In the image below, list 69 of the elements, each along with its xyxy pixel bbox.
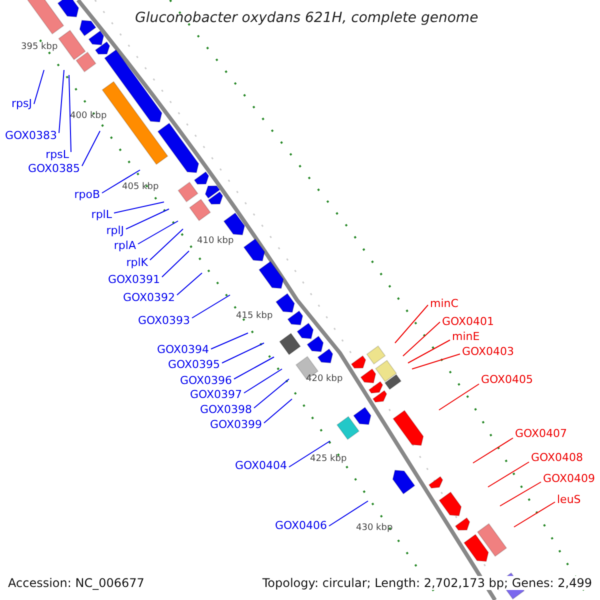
leader-line (150, 228, 184, 260)
position-tick-label: 395 kbp (21, 42, 58, 53)
leader-line (254, 378, 290, 408)
title: Gluconobacter oxydans 621H, complete genome (135, 10, 478, 26)
gene-label: GOX0391 (108, 273, 160, 286)
gene-label: GOX0408 (531, 451, 584, 464)
leader-line (222, 342, 264, 364)
position-tick-label: 400 kbp (70, 111, 107, 122)
gene-label: GOX0397 (190, 388, 242, 401)
leader-line (408, 340, 450, 364)
gene-label: GOX0407 (515, 427, 568, 440)
gene-label: rpoB (74, 188, 100, 201)
footer-text: Accession: NC_006677 (8, 576, 144, 590)
position-tick-label: 420 kbp (306, 374, 343, 385)
leader-line (488, 462, 530, 488)
leader-line (328, 500, 368, 526)
leader-line (176, 272, 202, 296)
gene-label: GOX0405 (481, 373, 534, 386)
leader-line (500, 482, 542, 506)
leader-line (514, 502, 556, 528)
leader-line (34, 70, 44, 104)
leader-line (264, 398, 292, 424)
gene-label: rpsJ (12, 97, 32, 110)
leader-line (162, 250, 190, 278)
leader-line (438, 384, 480, 410)
leader-line (412, 354, 460, 370)
gene-label: GOX0406 (274, 519, 327, 532)
gene-label: GOX0393 (138, 314, 190, 327)
gene-label: GOX0403 (462, 345, 514, 358)
position-tick-label: 430 kbp (356, 523, 393, 534)
gene-label: rpsL (46, 148, 69, 161)
leader-line (138, 220, 178, 244)
gene-label: GOX0399 (210, 418, 262, 431)
position-tick-label: 415 kbp (236, 311, 273, 322)
gene-label: GOX0385 (28, 162, 80, 175)
position-tick-label: 410 kbp (197, 236, 234, 247)
leader-line (114, 202, 164, 214)
position-tick-label: 425 kbp (310, 454, 347, 465)
leader-line (68, 74, 72, 152)
gene-label: GOX0401 (442, 315, 494, 328)
gene-label: rplK (126, 256, 148, 269)
gene-label: minE (452, 330, 480, 343)
leader-line (102, 170, 140, 194)
leader-line (402, 322, 440, 356)
gene-label: minC (430, 297, 458, 310)
gene-label: GOX0396 (180, 374, 232, 387)
gene-label: rplJ (106, 224, 124, 237)
leader-line (82, 130, 100, 166)
leader-line (244, 368, 282, 394)
leader-line (288, 440, 330, 468)
footer-text: Topology: circular; Length: 2,702,173 bp; Genes: 2,499 (262, 576, 592, 590)
gene-label: rplL (91, 208, 112, 221)
gene-label: GOX0395 (168, 358, 220, 371)
leader-line (58, 70, 64, 134)
position-tick-label: 405 kbp (122, 182, 159, 193)
leader-line (126, 208, 170, 230)
leader-line (192, 294, 230, 318)
gene-label: GOX0392 (122, 291, 175, 304)
gene-label: GOX0398 (200, 403, 252, 416)
gene-label: GOX0383 (4, 129, 57, 142)
leader-line (394, 304, 428, 344)
gene-label: GOX0394 (156, 343, 209, 356)
gene-label: leuS (557, 493, 581, 506)
gene-label: GOX0404 (234, 459, 287, 472)
gene-label: GOX0409 (543, 472, 596, 485)
gene-label: rplA (114, 239, 136, 252)
leader-line (472, 438, 514, 464)
leader-line (234, 356, 274, 380)
leader-line (210, 332, 248, 350)
